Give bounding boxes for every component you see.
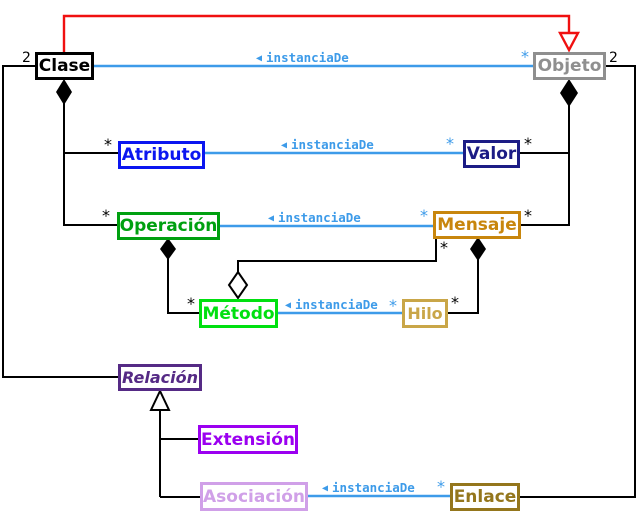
multiplicity-mensaje-bottom-star: * <box>440 238 448 257</box>
multiplicity-mensaje-left-star: * <box>420 206 428 225</box>
left-arrow-icon: ◀ <box>268 213 275 224</box>
class-box-extension: Extensión <box>198 425 298 454</box>
multiplicity-mensaje-right-star: * <box>524 206 532 225</box>
edge-operacion-to-metodo <box>167 256 199 314</box>
label-instanciade-atributo-valor: ◀instanciaDe <box>281 137 374 152</box>
composition-diamond-objeto-icon <box>560 79 578 107</box>
left-arrow-icon: ◀ <box>285 300 292 311</box>
composition-diamond-operacion-icon <box>160 238 176 260</box>
label-instanciade-operacion-mensaje: ◀instanciaDe <box>268 210 361 225</box>
class-box-metodo: Método <box>199 299 278 328</box>
multiplicity-atributo-star: * <box>104 135 112 154</box>
open-triangle-red-icon <box>558 31 580 53</box>
left-arrow-icon: ◀ <box>281 140 288 151</box>
aggregation-diamond-metodo-icon <box>227 270 249 300</box>
edge-clase-composition-trunk <box>63 98 118 226</box>
multiplicity-hilo-left-star: * <box>389 296 397 315</box>
multiplicity-valor-right-star: * <box>524 134 532 153</box>
multiplicity-clase-2: 2 <box>22 50 31 66</box>
multiplicity-metodo-star: * <box>187 294 195 313</box>
multiplicity-objeto-2: 2 <box>609 50 618 66</box>
multiplicity-valor-left-star: * <box>446 134 454 153</box>
left-arrow-icon: ◀ <box>322 483 329 494</box>
label-instanciade-asociacion-enlace: ◀instanciaDe <box>322 480 415 495</box>
multiplicity-hilo-right-star: * <box>451 293 459 312</box>
class-box-asociacion: Asociación <box>200 482 308 511</box>
class-box-relacion: Relación <box>118 364 202 391</box>
class-box-valor: Valor <box>463 140 520 168</box>
multiplicity-operacion-star: * <box>102 206 110 225</box>
edge-clase-to-relacion <box>2 65 118 378</box>
generalization-triangle-relacion-icon <box>149 388 171 411</box>
edge-relacion-generalization-trunk <box>159 410 200 498</box>
composition-diamond-mensaje-icon <box>470 237 486 261</box>
edge-mensaje-to-hilo <box>448 256 479 314</box>
edge-red-clase-objeto <box>62 14 571 53</box>
edge-metodo-aggregation-mensaje <box>237 238 437 274</box>
multiplicity-enlace-star: * <box>437 477 445 496</box>
class-box-atributo: Atributo <box>118 141 205 169</box>
class-box-hilo: Hilo <box>402 299 448 328</box>
multiplicity-objeto-star: * <box>521 47 529 66</box>
class-box-clase: Clase <box>35 52 94 80</box>
class-box-operacion: Operación <box>117 212 220 240</box>
left-arrow-icon: ◀ <box>256 53 263 64</box>
label-instanciade-metodo-hilo: ◀instanciaDe <box>285 297 378 312</box>
class-box-objeto: Objeto <box>533 52 606 80</box>
composition-diamond-clase-icon <box>56 79 72 105</box>
label-instanciade-clase-objeto: ◀instanciaDe <box>256 50 349 65</box>
edge-objeto-composition-trunk <box>520 100 570 226</box>
class-box-enlace: Enlace <box>450 483 520 511</box>
class-box-mensaje: Mensaje <box>433 211 521 239</box>
edge-objeto-to-enlace <box>520 65 636 498</box>
